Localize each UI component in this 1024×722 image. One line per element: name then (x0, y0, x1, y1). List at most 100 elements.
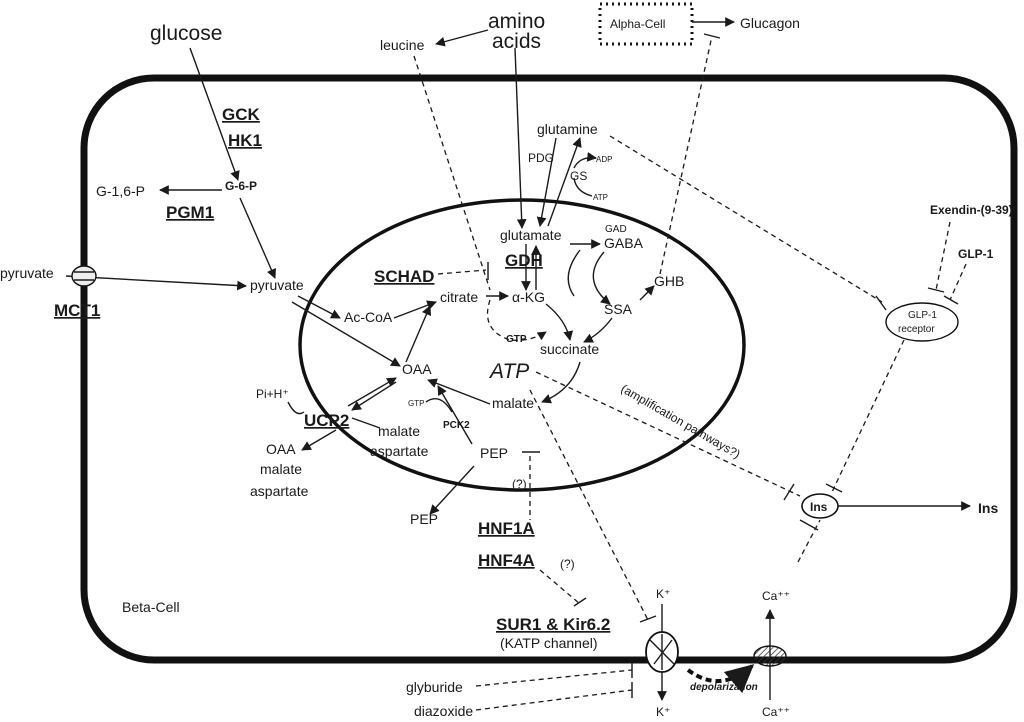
pdg-label: PDG (528, 151, 554, 165)
glucose-label: glucose (150, 22, 222, 45)
exendin-inhibit-bar (927, 287, 945, 293)
ca-ins-bar (799, 519, 819, 531)
hnf4a-inhibit-bar (573, 597, 587, 607)
pgm1-gene: PGM1 (166, 203, 214, 222)
oaa-to-ucp2-arrow (351, 381, 397, 411)
ghb-label: GHB (654, 273, 684, 289)
aspartate-mid-label: aspartate (370, 443, 429, 459)
adp-label: ADP (596, 155, 612, 164)
akg-to-succinate-arrow (545, 303, 574, 341)
glutamine-inhibit-bar (875, 295, 887, 311)
acids-label: acids (492, 30, 541, 53)
pep-to-pep-out-arrow (429, 465, 475, 515)
glutamate-label: glutamate (500, 227, 562, 243)
hk1-gene: HK1 (228, 131, 262, 150)
aspartate-outside-label: aspartate (250, 483, 309, 499)
pck2-to-pep-arrow (437, 385, 473, 445)
glucagon-label: Glucagon (740, 15, 800, 31)
glp1-receptor-line1: GLP-1 (908, 310, 937, 321)
amino-label: amino (488, 10, 545, 33)
oaa-inside-label: OAA (402, 361, 432, 377)
ssa-label: SSA (604, 301, 633, 317)
glp1r-ins-bar (825, 483, 843, 493)
succinate-to-malate-arrow (541, 361, 581, 404)
ucp2-to-oaa-arrow (347, 377, 397, 407)
hnf1a-gene: HNF1A (478, 519, 535, 538)
malate-to-ucp2-line (351, 417, 381, 429)
gs-label: GS (570, 169, 587, 183)
gs-adp-arrow (573, 152, 597, 169)
glp1-receptor-line2: receptor (898, 324, 935, 335)
mct1-gene: MCT1 (54, 301, 100, 320)
exendin-dashed (935, 221, 951, 291)
gad-label: GAD (605, 224, 627, 235)
glp1-receptor (885, 302, 959, 342)
schad-inhibit-gdh-dashed (437, 269, 487, 275)
pyruvate-to-accoa-arrow (297, 295, 341, 319)
question-mark-2: (?) (560, 557, 575, 571)
pep-outside-label: PEP (410, 511, 438, 527)
ins-inside-label: Ins (810, 500, 828, 514)
schad-gene: SCHAD (374, 267, 434, 286)
gaba-ssa-side-curve (567, 249, 581, 297)
beta-cell-membrane (80, 74, 1018, 664)
depolarization-label: depolarization (690, 682, 758, 693)
ssa-to-succinate-arrow (583, 317, 613, 343)
citrate-label: citrate (440, 289, 478, 305)
gaba-to-ssa-arrow (592, 251, 611, 305)
alpha-cell-label: Alpha-Cell (610, 17, 665, 31)
ca-bottom: Ca⁺⁺ (762, 705, 790, 719)
ucp2-to-oaa-out-arrow (301, 429, 337, 451)
amplification-label: (amplification pathways?) (619, 381, 743, 461)
atp-katp-inhibit-bar (639, 615, 657, 623)
k-plus-bottom: K⁺ (656, 705, 670, 719)
ca-top: Ca⁺⁺ (762, 589, 790, 603)
beta-cell-label: Beta-Cell (122, 599, 180, 615)
mct1-transporter-icon (71, 265, 97, 287)
glutamate-to-glutamine-arrow (547, 137, 582, 227)
atp-to-katp-dashed (529, 389, 649, 621)
question-mark-1: (?) (512, 477, 527, 491)
leucine-label: leucine (380, 37, 425, 53)
ca-to-ins-dashed (797, 519, 821, 563)
malate-mid-label: malate (378, 423, 420, 439)
glp1-label: GLP-1 (958, 247, 994, 261)
atp-small-label: ATP (593, 193, 608, 202)
mitochondrion (298, 198, 746, 492)
malate-inside-label: malate (492, 395, 534, 411)
glp1r-to-ins-dashed (831, 339, 905, 493)
oaa-outside-label: OAA (266, 441, 296, 457)
amplification-bar (783, 483, 795, 501)
exendin-label: Exendin-(9-39) (930, 203, 1013, 217)
gtp-pck-label: GTP (408, 399, 424, 408)
malate-outside-label: malate (260, 461, 302, 477)
g6p-label: G-6-P (225, 179, 257, 193)
g6p-to-pyruvate-arrow (239, 197, 276, 279)
gdh-gene: GDH (505, 251, 543, 270)
pi-h-curve (287, 401, 305, 415)
g16p-label: G-1,6-P (96, 183, 145, 199)
glp1-dashed (949, 263, 967, 301)
glutamine-to-glp1r-dashed (609, 135, 883, 303)
katp-channel-label: (KATP channel) (500, 635, 598, 651)
pck2-label: PCK2 (443, 420, 470, 431)
ghb-to-alpha-cell-dashed (659, 35, 713, 275)
malate-to-oaa-arrow (427, 378, 491, 405)
sur1-kir62-gene: SUR1 & Kir6.2 (496, 615, 610, 634)
glucose-to-g6p-arrow (189, 47, 240, 181)
atp-amplification-dashed (535, 371, 801, 497)
pi-h-label: Pi+H⁺ (256, 387, 289, 401)
oaa-to-citrate-arrow (405, 305, 432, 363)
glyburide-dashed (475, 669, 633, 687)
atp-big-label: ATP (488, 360, 529, 383)
pyruvate-outside-label: pyruvate (0, 265, 54, 281)
depolarization-arrow (686, 664, 755, 694)
k-plus-top: K⁺ (656, 587, 670, 601)
ghb-inhibit-bar (703, 33, 721, 39)
amino-acids-to-leucine-arrow (435, 29, 489, 47)
ssa-to-ghb-arrow (639, 285, 655, 301)
gs-atp-curve (573, 177, 593, 197)
diazoxide-label: diazoxide (414, 703, 473, 719)
gck-gene: GCK (222, 105, 261, 124)
